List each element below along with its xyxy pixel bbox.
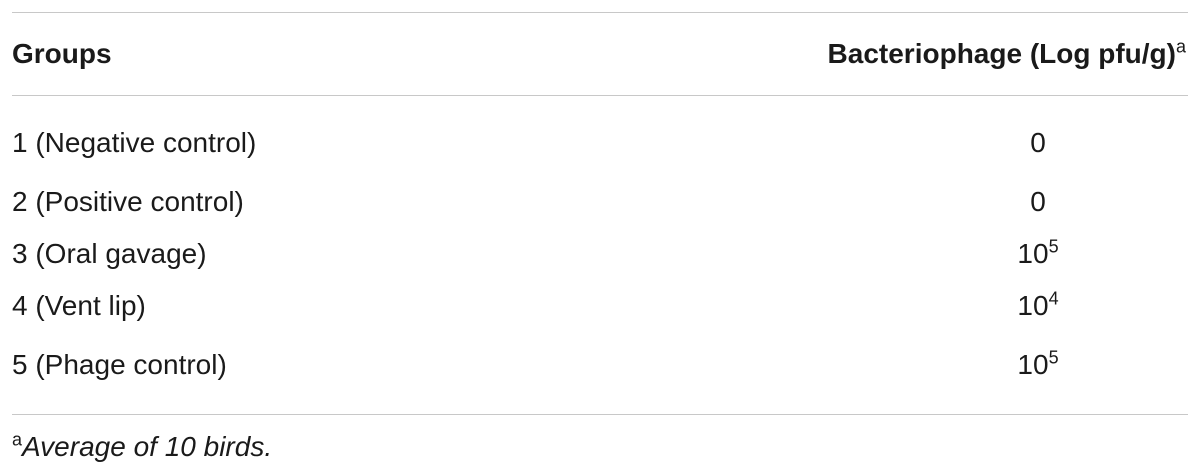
value-exponent: 4 [1048, 288, 1059, 309]
group-cell: 5 (Phage control) [12, 349, 227, 380]
table-row: 1 (Negative control) 0 [12, 96, 1188, 176]
table-row: 5 (Phage control) 105 [12, 332, 1188, 414]
header-footnote-marker: a [1175, 36, 1186, 57]
table-row: 4 (Vent lip) 104 [12, 280, 1188, 332]
top-rule [12, 12, 1188, 13]
table-row: 3 (Oral gavage) 105 [12, 228, 1188, 280]
bottom-rule [12, 414, 1188, 415]
value-base: 0 [1030, 127, 1046, 158]
value-base: 10 [1017, 238, 1049, 269]
table-footnote: aAverage of 10 birds. [12, 431, 1188, 463]
value-exponent: 5 [1048, 347, 1059, 368]
group-cell: 2 (Positive control) [12, 186, 244, 217]
footnote-marker: a [12, 429, 23, 450]
group-cell: 3 (Oral gavage) [12, 238, 207, 269]
value-base: 10 [1017, 290, 1049, 321]
value-base: 10 [1017, 349, 1049, 380]
value-cell: 0 [268, 176, 1188, 228]
value-cell: 105 [268, 332, 1188, 414]
data-table-container: Groups Bacteriophage (Log pfu/g)a 1 (Neg… [12, 12, 1188, 463]
header-row: Groups Bacteriophage (Log pfu/g)a [12, 13, 1188, 95]
bacteriophage-table: Groups Bacteriophage (Log pfu/g)a [12, 13, 1188, 95]
header-bacteriophage-label: Bacteriophage (Log pfu/g) [827, 38, 1176, 69]
group-cell: 1 (Negative control) [12, 127, 257, 158]
group-cell: 4 (Vent lip) [12, 290, 146, 321]
value-cell: 0 [268, 96, 1188, 176]
footnote-text: Average of 10 birds. [22, 431, 273, 462]
bacteriophage-table-body: 1 (Negative control) 0 2 (Positive contr… [12, 96, 1188, 414]
value-exponent: 5 [1048, 236, 1059, 257]
header-bacteriophage: Bacteriophage (Log pfu/g)a [268, 13, 1188, 95]
header-rule [12, 95, 1188, 96]
value-cell: 105 [268, 228, 1188, 280]
table-row: 2 (Positive control) 0 [12, 176, 1188, 228]
value-cell: 104 [268, 280, 1188, 332]
value-base: 0 [1030, 186, 1046, 217]
header-groups: Groups [12, 38, 112, 69]
